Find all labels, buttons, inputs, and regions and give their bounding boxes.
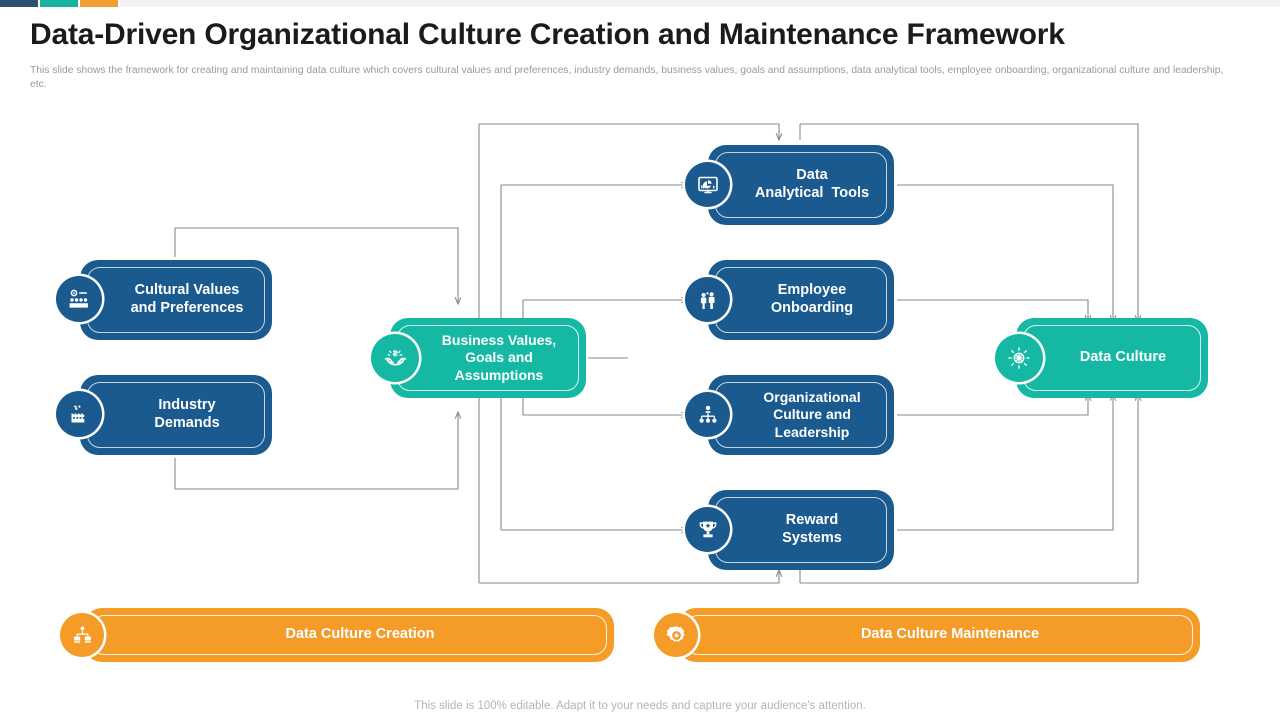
node-data-culture[interactable]: Data Culture — [1016, 318, 1208, 398]
link-cultural-values-to-hub — [174, 227, 458, 304]
node-data-culture-maintenance-label: Data Culture Maintenance — [685, 615, 1193, 655]
accent-bar-orange — [80, 0, 118, 7]
link-creation-bottom — [479, 570, 779, 584]
link-reward-to-data-culture — [897, 394, 1113, 531]
org-chart-icon — [685, 392, 730, 437]
chart-monitor-icon — [685, 162, 730, 207]
two-people-icon — [685, 277, 730, 322]
accent-bar-navy — [0, 0, 38, 7]
gear-cog-icon — [654, 613, 698, 657]
link-maintenance-top — [800, 123, 1138, 322]
page-title: Data-Driven Organizational Culture Creat… — [30, 18, 1065, 51]
page-subtitle: This slide shows the framework for creat… — [30, 65, 1224, 90]
settings-people-icon — [56, 276, 102, 322]
footer-note: This slide is 100% editable. Adapt it to… — [414, 700, 866, 712]
network-hub-icon — [995, 334, 1043, 382]
link-industry-demands-to-hub — [174, 412, 458, 490]
node-data-culture-creation[interactable]: Data Culture Creation — [84, 608, 614, 662]
node-data-culture-maintenance[interactable]: Data Culture Maintenance — [678, 608, 1200, 662]
node-data-culture-creation-label: Data Culture Creation — [91, 615, 607, 655]
node-data-culture-label: Data Culture — [1023, 325, 1201, 391]
org-network-icon — [60, 613, 104, 657]
accent-bar-teal — [40, 0, 78, 7]
link-onboarding-to-data-culture — [897, 299, 1088, 322]
accent-bar-track — [120, 0, 1280, 7]
factory-icon — [56, 391, 102, 437]
link-tools-to-data-culture — [897, 184, 1113, 322]
trophy-icon — [685, 507, 730, 552]
link-creation-top — [479, 123, 779, 140]
link-orgculture-to-data-culture — [897, 394, 1088, 416]
hands-money-icon — [371, 334, 419, 382]
